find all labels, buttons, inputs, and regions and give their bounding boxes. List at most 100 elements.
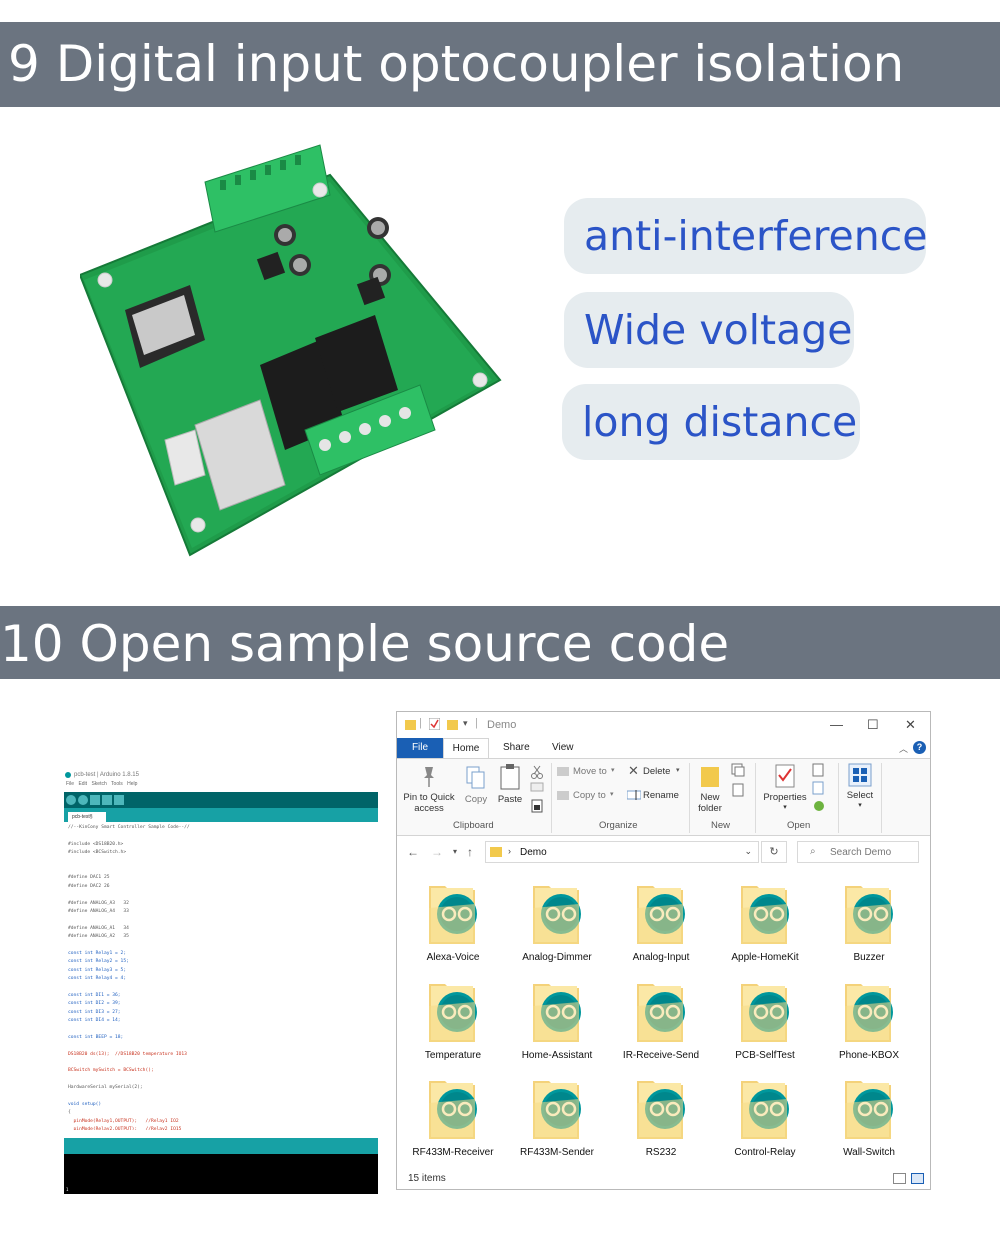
move-to-dropdown-icon[interactable]: ▾: [611, 767, 615, 774]
code-line: const int Relay2 = 15;: [68, 959, 129, 965]
minimize-icon[interactable]: —: [830, 717, 843, 732]
folder-item[interactable]: RF433M-Receiver: [401, 1075, 505, 1171]
recent-locations-icon[interactable]: ▾: [453, 847, 458, 856]
new-folder-qa-icon[interactable]: [447, 718, 458, 730]
help-icon[interactable]: ?: [913, 741, 926, 754]
ribbon-tabs: File Home Share View ︿ ?: [397, 738, 930, 758]
verify-icon[interactable]: [66, 795, 76, 805]
properties-button[interactable]: Properties ▾: [759, 763, 811, 811]
tab-file[interactable]: File: [397, 738, 443, 758]
folder-item[interactable]: RF433M-Sender: [505, 1075, 609, 1171]
folder-item[interactable]: Alexa-Voice: [401, 880, 505, 976]
section-title-source-code: 10 Open sample source code: [0, 606, 1000, 679]
easy-access-icon[interactable]: [731, 783, 745, 797]
customize-qa-icon[interactable]: ▾: [463, 718, 468, 728]
upload-icon[interactable]: [78, 795, 88, 805]
delete-button[interactable]: Delete: [643, 766, 671, 777]
tab-view[interactable]: View: [552, 742, 574, 753]
pin-quick-access-button[interactable]: Pin to Quick access: [401, 765, 457, 814]
arduino-folder-icon: [741, 886, 789, 944]
open-icon[interactable]: [812, 763, 826, 777]
arduino-folder-icon: [845, 886, 893, 944]
properties-check-icon[interactable]: [429, 718, 440, 730]
folder-name: Phone-KBOX: [838, 1050, 900, 1061]
copy-to-button[interactable]: Copy to: [573, 790, 606, 801]
search-input[interactable]: ⌕ Search Demo: [797, 841, 919, 863]
ribbon-separator: [755, 763, 756, 833]
new-item-icon[interactable]: [731, 763, 745, 777]
select-dropdown-icon[interactable]: ▾: [858, 802, 862, 809]
large-icons-view-icon[interactable]: [911, 1173, 924, 1184]
forward-arrow-icon[interactable]: →: [431, 845, 443, 859]
refresh-icon[interactable]: ↻: [761, 841, 787, 863]
chevron-right-icon[interactable]: ›: [508, 846, 511, 856]
folder-item[interactable]: Buzzer: [817, 880, 921, 976]
chevron-down-icon[interactable]: ⌄: [744, 846, 752, 856]
cut-icon[interactable]: [530, 765, 544, 779]
paste-shortcut-icon[interactable]: [530, 799, 544, 813]
code-line: //--KinCony Smart Controller Sample Code…: [68, 825, 190, 830]
code-line: #define ANALOG_A1 34: [68, 925, 129, 931]
ribbon-separator: [881, 763, 882, 833]
code-line: [68, 858, 374, 866]
history-icon[interactable]: [812, 799, 826, 813]
properties-dropdown-icon[interactable]: ▾: [783, 804, 787, 811]
folder-item[interactable]: RS232: [609, 1075, 713, 1171]
move-to-button[interactable]: Move to: [573, 766, 607, 777]
rename-button[interactable]: Rename: [643, 790, 679, 801]
code-line: #define ANALOG_A3 32: [68, 900, 129, 906]
group-open-label: Open: [787, 820, 811, 831]
folder-item[interactable]: Analog-Dimmer: [505, 880, 609, 976]
delete-dropdown-icon[interactable]: ▾: [676, 767, 680, 774]
folder-item[interactable]: Wall-Switch: [817, 1075, 921, 1171]
new-sketch-icon[interactable]: [90, 795, 100, 805]
folder-item[interactable]: Phone-KBOX: [817, 978, 921, 1074]
address-bar[interactable]: › Demo ⌄: [485, 841, 759, 863]
arduino-folder-icon: [845, 1081, 893, 1139]
folder-item[interactable]: Control-Relay: [713, 1075, 817, 1171]
code-editor[interactable]: //--KinCony Smart Controller Sample Code…: [64, 822, 378, 1130]
code-line: const int BEEP = 18;: [68, 1034, 124, 1040]
code-line: #define ANALOG_A2 35: [68, 934, 129, 940]
copy-button[interactable]: Copy: [461, 765, 491, 805]
ribbon-separator: [551, 763, 552, 833]
copy-path-icon[interactable]: [530, 782, 544, 792]
code-line: HardwareSerial mySerial(2);: [68, 1085, 143, 1091]
folder-item[interactable]: Temperature: [401, 978, 505, 1074]
copy-to-dropdown-icon[interactable]: ▾: [610, 791, 614, 798]
tab-home[interactable]: Home: [443, 738, 489, 758]
select-icon: [848, 763, 872, 787]
folder-item[interactable]: PCB-SelfTest: [713, 978, 817, 1074]
pin-label: Pin to Quick access: [403, 792, 455, 814]
tab-share[interactable]: Share: [503, 742, 530, 753]
code-line: [68, 866, 374, 874]
ide-sketch-tab[interactable]: pcb-test§: [68, 812, 106, 822]
select-button[interactable]: Select ▾: [843, 763, 877, 809]
close-icon[interactable]: ✕: [905, 717, 916, 732]
new-folder-button[interactable]: New folder: [693, 763, 727, 814]
explorer-title-bar: | ▾ | Demo — ☐ ✕: [397, 712, 930, 738]
collapse-ribbon-icon[interactable]: ︿: [898, 744, 908, 754]
folder-item[interactable]: IR-Receive-Send: [609, 978, 713, 1074]
delete-icon: ✕: [628, 763, 639, 778]
up-arrow-icon[interactable]: ↑: [467, 845, 473, 859]
edit-icon[interactable]: [812, 781, 826, 795]
maximize-icon[interactable]: ☐: [867, 717, 879, 732]
copy-label: Copy: [464, 794, 488, 805]
code-line: void setup(): [68, 1101, 102, 1107]
code-line: const int DI2 = 39;: [68, 1001, 121, 1007]
arduino-folder-icon: [637, 1081, 685, 1139]
group-new-label: New: [711, 820, 731, 831]
open-sketch-icon[interactable]: [102, 795, 112, 805]
rename-icon: [627, 790, 641, 800]
ide-menu-bar[interactable]: File Edit Sketch Tools Help: [66, 781, 138, 787]
save-sketch-icon[interactable]: [114, 795, 124, 805]
code-line: [68, 1093, 374, 1101]
folder-name: Home-Assistant: [521, 1050, 593, 1061]
folder-item[interactable]: Home-Assistant: [505, 978, 609, 1074]
details-view-icon[interactable]: [893, 1173, 906, 1184]
back-arrow-icon[interactable]: ←: [407, 845, 419, 859]
paste-button[interactable]: Paste: [495, 763, 525, 805]
folder-item[interactable]: Apple-HomeKit: [713, 880, 817, 976]
folder-item[interactable]: Analog-Input: [609, 880, 713, 976]
